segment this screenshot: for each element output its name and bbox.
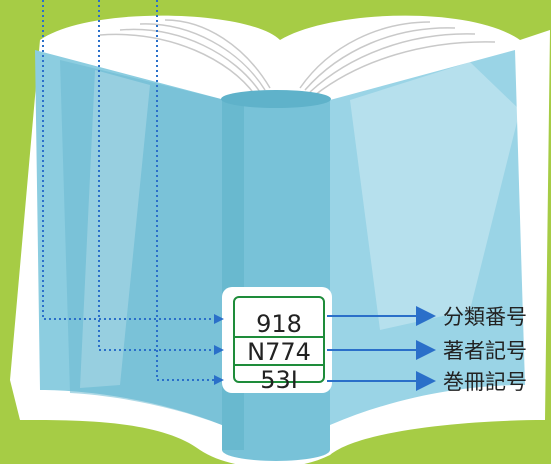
annotation-author: 著者記号 bbox=[443, 339, 527, 363]
call-number-label bbox=[233, 296, 325, 383]
guide-arrowhead-2 bbox=[214, 345, 224, 355]
spine-shadow bbox=[222, 98, 244, 450]
guide-line-classification bbox=[42, 0, 222, 320]
spine-top bbox=[221, 90, 331, 108]
guide-line-volume bbox=[156, 0, 222, 381]
left-page-shade bbox=[60, 60, 225, 425]
page-fan bbox=[99, 19, 496, 96]
right-page bbox=[330, 50, 525, 425]
left-page-highlight bbox=[80, 70, 150, 388]
guide-arrowhead-1 bbox=[214, 314, 224, 324]
guide-lines bbox=[42, 0, 222, 381]
annotation-classification: 分類番号 bbox=[443, 305, 527, 329]
classification-number: 918 bbox=[256, 310, 302, 338]
right-page-highlight bbox=[350, 62, 520, 330]
guide-arrowhead-3 bbox=[214, 375, 224, 385]
spine-bottom bbox=[222, 439, 330, 461]
author-mark: N774 bbox=[247, 338, 311, 366]
volume-mark: 53I bbox=[260, 366, 298, 394]
guide-line-author bbox=[98, 0, 222, 351]
annotation-volume: 巻冊記号 bbox=[443, 370, 527, 394]
